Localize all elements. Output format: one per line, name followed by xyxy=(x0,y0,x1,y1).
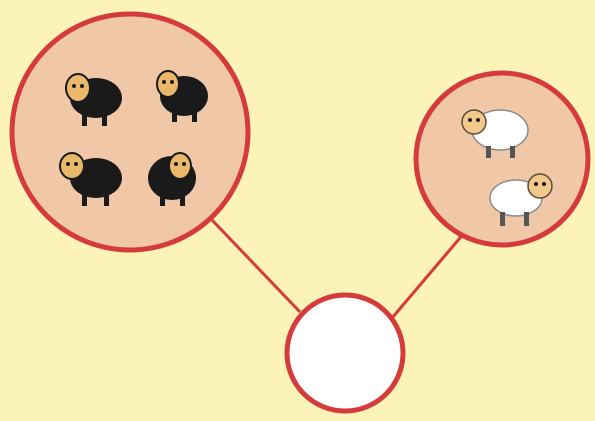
connector-line-right xyxy=(390,231,467,319)
answer-circle[interactable] xyxy=(284,292,406,414)
white-sheep-icon xyxy=(461,109,529,158)
black-sheep-icon xyxy=(65,73,122,126)
black-sheep-icon xyxy=(148,152,196,206)
group-circle-black-sheep xyxy=(9,11,251,253)
group-circle-white-sheep xyxy=(413,70,591,248)
black-sheep-icon xyxy=(156,70,208,122)
black-sheep-icon xyxy=(59,152,122,206)
connector-line-left xyxy=(210,218,302,314)
white-sheep-icon xyxy=(489,173,553,226)
